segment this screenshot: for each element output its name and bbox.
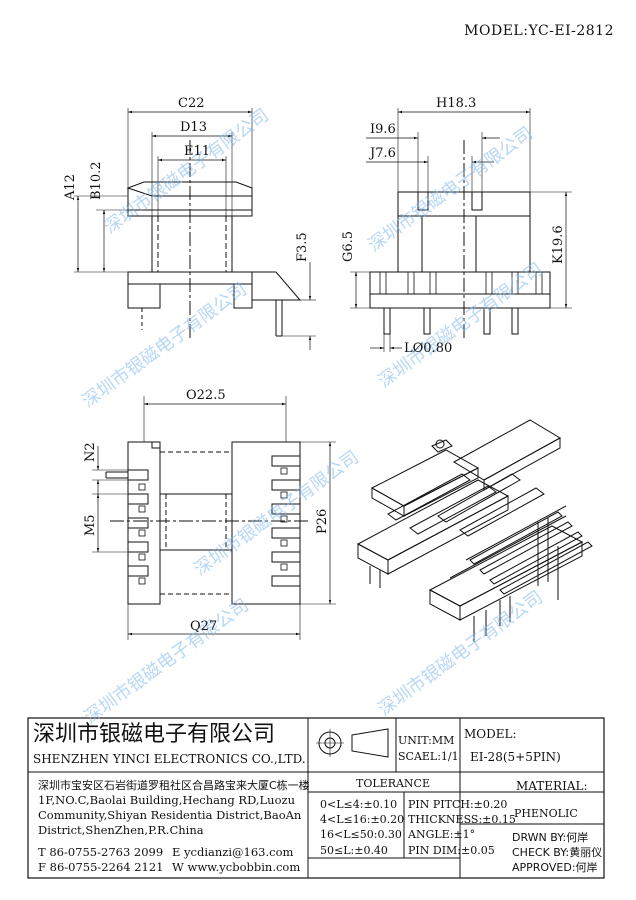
dim-k196: K19.6 — [551, 225, 566, 264]
dim-e11: E11 — [184, 144, 211, 159]
dim-o225: O22.5 — [186, 388, 226, 403]
side-view — [350, 108, 572, 352]
tolerance-row: 0<L≤4:±0.10 — [320, 798, 398, 811]
material-value: PHENOLIC — [514, 807, 578, 820]
dim-c22: C22 — [178, 96, 205, 111]
tel: T 86-0755-2763 2099 — [38, 845, 164, 859]
scale-label: SCAEL:1/1 — [398, 750, 459, 763]
pin-tolerance-row: PIN PITCH:±0.20 — [408, 798, 508, 811]
model-label: MODEL: — [464, 727, 517, 741]
company-name-cn: 深圳市银磁电子有限公司 — [33, 722, 276, 747]
unit-label: UNIT:MM — [398, 734, 455, 747]
checked-by: CHECK BY:黄丽仪 — [512, 846, 603, 859]
model-value: EI-28(5+5PIN) — [470, 750, 561, 764]
dim-f35: F3.5 — [295, 232, 310, 262]
email: E ycdianzi@163.com — [172, 845, 294, 859]
approved-by: APPROVED:何岸 — [512, 861, 598, 874]
material-label: MATERIAL: — [516, 779, 588, 793]
dim-q27: Q27 — [190, 619, 218, 634]
model-header: MODEL:YC-EI-2812 — [464, 23, 614, 39]
isometric-view — [356, 419, 593, 642]
company-name-en: SHENZHEN YINCI ELECTRONICS CO.,LTD. — [33, 752, 306, 766]
dim-j76: J7.6 — [370, 146, 396, 161]
dim-d13: D13 — [180, 120, 207, 135]
tolerance-row: 50≤L:±0.40 — [320, 844, 388, 857]
address-en-line2: Community,Shiyan Residentia District,Bao… — [38, 808, 302, 822]
address-cn: 深圳市宝安区石岩街道罗租社区合昌路宝来大厦C栋一楼 — [38, 779, 310, 792]
dim-l080: LØ0.80 — [404, 341, 453, 356]
website: W www.ycbobbin.com — [172, 860, 301, 874]
dim-a12: A12 — [63, 174, 78, 200]
address-en-line1: 1F,NO.C,Baolai Building,Hechang RD,Luozu — [38, 793, 295, 807]
title-block — [27, 717, 605, 879]
tolerance-row: 4<L≤16:±0.20 — [320, 813, 405, 826]
drawn-by: DRWN BY:何岸 — [512, 831, 589, 844]
dim-n2: N2 — [83, 442, 98, 462]
pin-tolerance-row: THICKNESS:±0.15 — [408, 813, 516, 826]
tolerance-title: TOLERANCE — [356, 777, 430, 790]
dim-p26: P26 — [315, 508, 330, 534]
dim-b10: B10.2 — [89, 161, 104, 201]
pin-tolerance-row: PIN DIM:±0.05 — [408, 844, 495, 857]
pin-tolerance-row: ANGLE:±1° — [408, 828, 476, 841]
dim-i96: I9.6 — [370, 122, 396, 137]
fax: F 86-0755-2264 2121 — [38, 860, 164, 874]
top-view — [92, 396, 336, 640]
dim-m5: M5 — [83, 514, 98, 536]
tolerance-row: 16<L≤50:0.30 — [320, 828, 402, 841]
front-view — [74, 108, 316, 350]
dim-h183: H18.3 — [436, 96, 477, 111]
dim-g65: G6.5 — [341, 230, 356, 262]
address-en-line3: District,ShenZhen,P.R.China — [38, 823, 204, 837]
